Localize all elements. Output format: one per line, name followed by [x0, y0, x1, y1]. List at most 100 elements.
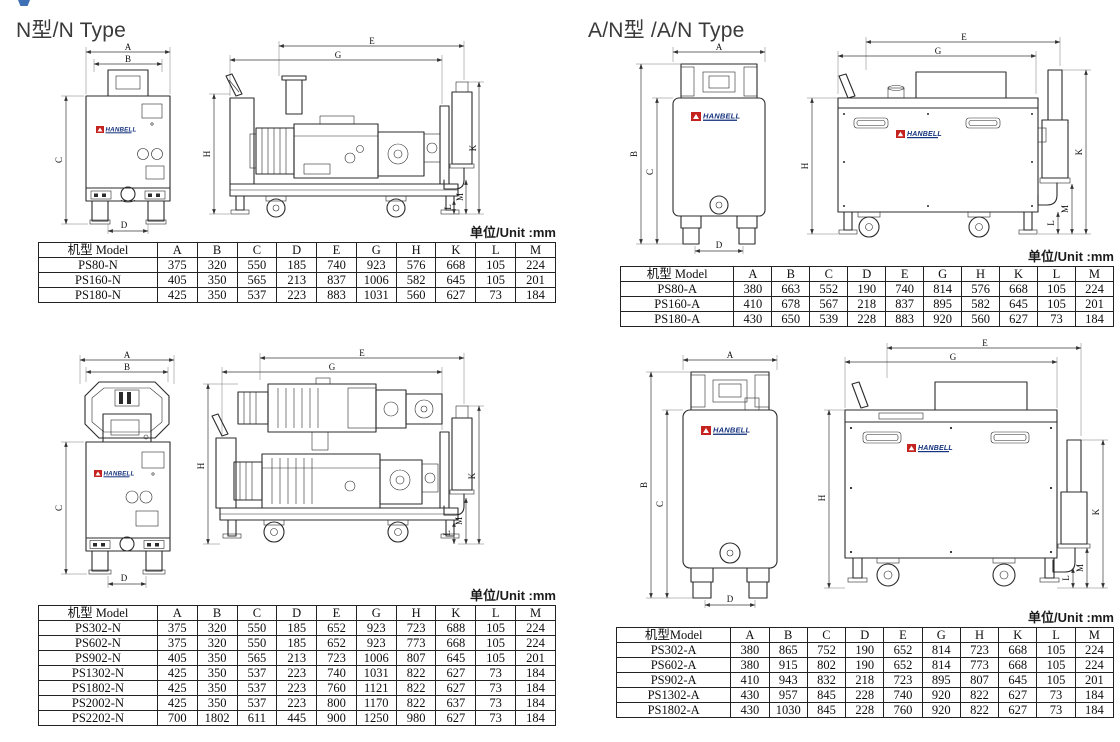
model-cell: PS902-N	[38, 650, 158, 666]
dimension-value-cell: 923	[355, 635, 397, 651]
dim-label: L	[1046, 220, 1056, 226]
dimension-value-cell: 224	[1074, 281, 1115, 297]
dimension-value-cell: 822	[959, 687, 1000, 703]
model-cell: PS2202-N	[38, 710, 158, 726]
dimension-value-cell: 213	[276, 650, 318, 666]
dimension-value-cell: 320	[196, 620, 238, 636]
dimension-value-cell: 410	[733, 296, 773, 312]
column-header: E	[316, 605, 357, 621]
dimension-value-cell: 105	[1036, 642, 1076, 658]
dimension-value-cell: 645	[999, 296, 1038, 312]
column-header: K	[998, 627, 1038, 643]
dimension-E: E	[865, 32, 1061, 70]
dimension-value-cell: 537	[236, 665, 278, 681]
dimension-value-cell: 627	[435, 665, 477, 681]
hanbell-logo: HANBELL	[907, 444, 953, 453]
dimension-value-cell: 814	[921, 642, 961, 658]
dimension-value-cell: 900	[316, 710, 357, 726]
column-header: L	[475, 242, 517, 258]
dimension-value-cell: 430	[733, 311, 773, 327]
dim-label: K	[467, 472, 477, 479]
dimension-value-cell: 105	[475, 650, 517, 666]
dim-label: M	[454, 517, 464, 525]
dim-label: G	[935, 46, 942, 56]
column-header: G	[355, 605, 397, 621]
dimension-L: L	[1061, 567, 1075, 589]
dimension-value-cell: 380	[730, 642, 770, 658]
dim-label: E	[359, 348, 365, 358]
dimension-value-cell: 802	[806, 657, 847, 673]
dimension-value-cell: 920	[921, 687, 961, 703]
dimension-value-cell: 627	[435, 287, 477, 303]
dimension-value-cell: 201	[1074, 296, 1115, 312]
dimension-value-cell: 218	[847, 296, 887, 312]
dim-label: K	[1091, 508, 1101, 515]
dim-label: E	[369, 36, 375, 46]
dimension-D: D	[107, 573, 147, 588]
dimension-value-cell: 73	[1036, 687, 1076, 703]
column-header: L	[1037, 266, 1076, 282]
model-cell: PS1302-A	[615, 687, 732, 703]
dim-label: A	[716, 42, 723, 52]
pump-outline	[84, 381, 171, 575]
dimension-value-cell: 760	[883, 702, 923, 718]
n-type-large-side-view-drawing: E G	[196, 348, 484, 545]
dimension-value-cell: 723	[883, 672, 923, 688]
dimension-value-cell: 800	[316, 695, 357, 711]
model-cell: PS160-A	[619, 296, 735, 312]
dimension-B: B	[629, 63, 683, 245]
hanbell-logo: HANBELL	[896, 130, 942, 139]
dim-label: M	[1060, 205, 1070, 213]
dimension-C: C	[54, 95, 88, 225]
dimension-value-cell: 73	[475, 665, 517, 681]
dimension-value-cell: 740	[883, 687, 923, 703]
column-header: 机型 Model	[619, 266, 735, 282]
dimension-value-cell: 73	[475, 287, 517, 303]
column-header: H	[959, 627, 1000, 643]
dimension-value-cell: 184	[515, 287, 556, 303]
dimension-value-cell: 645	[998, 672, 1038, 688]
model-cell: PS160-N	[38, 272, 158, 288]
dimension-value-cell: 539	[809, 311, 849, 327]
dimension-value-cell: 627	[435, 680, 477, 696]
dimension-value-cell: 350	[196, 680, 238, 696]
column-header: L	[475, 605, 517, 621]
column-header: E	[883, 627, 923, 643]
logo-brand-text: HANBELL	[703, 112, 740, 121]
dimension-value-cell: 430	[730, 687, 770, 703]
dimension-K: K	[1057, 439, 1108, 589]
model-cell: PS602-A	[615, 657, 732, 673]
dimension-value-cell: 895	[923, 296, 963, 312]
dimension-value-cell: 184	[515, 680, 556, 696]
dimension-value-cell: 410	[730, 672, 770, 688]
dimension-value-cell: 560	[961, 311, 1001, 327]
dimension-C: C	[655, 409, 683, 599]
column-header: M	[515, 605, 556, 621]
dimension-value-cell: 668	[998, 657, 1038, 673]
dimension-value-cell: 537	[236, 287, 278, 303]
pump-outline	[85, 69, 171, 225]
dimension-G: G	[844, 352, 1058, 408]
column-header: A	[730, 627, 770, 643]
dim-label: G	[335, 50, 342, 60]
unit-label-an-type-large: 单位/Unit :mm	[1028, 610, 1114, 625]
dimension-value-cell: 550	[236, 257, 278, 273]
n-type-side-view-drawing: E G	[202, 36, 484, 218]
dimension-H: H	[800, 97, 838, 235]
dimension-value-cell: 822	[959, 702, 1000, 718]
dimension-value-cell: 645	[435, 272, 477, 288]
column-header: D	[845, 627, 885, 643]
dimension-value-cell: 350	[196, 287, 238, 303]
dimension-value-cell: 213	[276, 272, 318, 288]
column-header: B	[196, 242, 238, 258]
model-cell: PS1802-N	[38, 680, 158, 696]
dimension-M: M	[1075, 547, 1089, 589]
an-type-large-front-view-drawing: A HANBELL B C	[639, 350, 778, 608]
dimension-value-cell: 752	[806, 642, 847, 658]
